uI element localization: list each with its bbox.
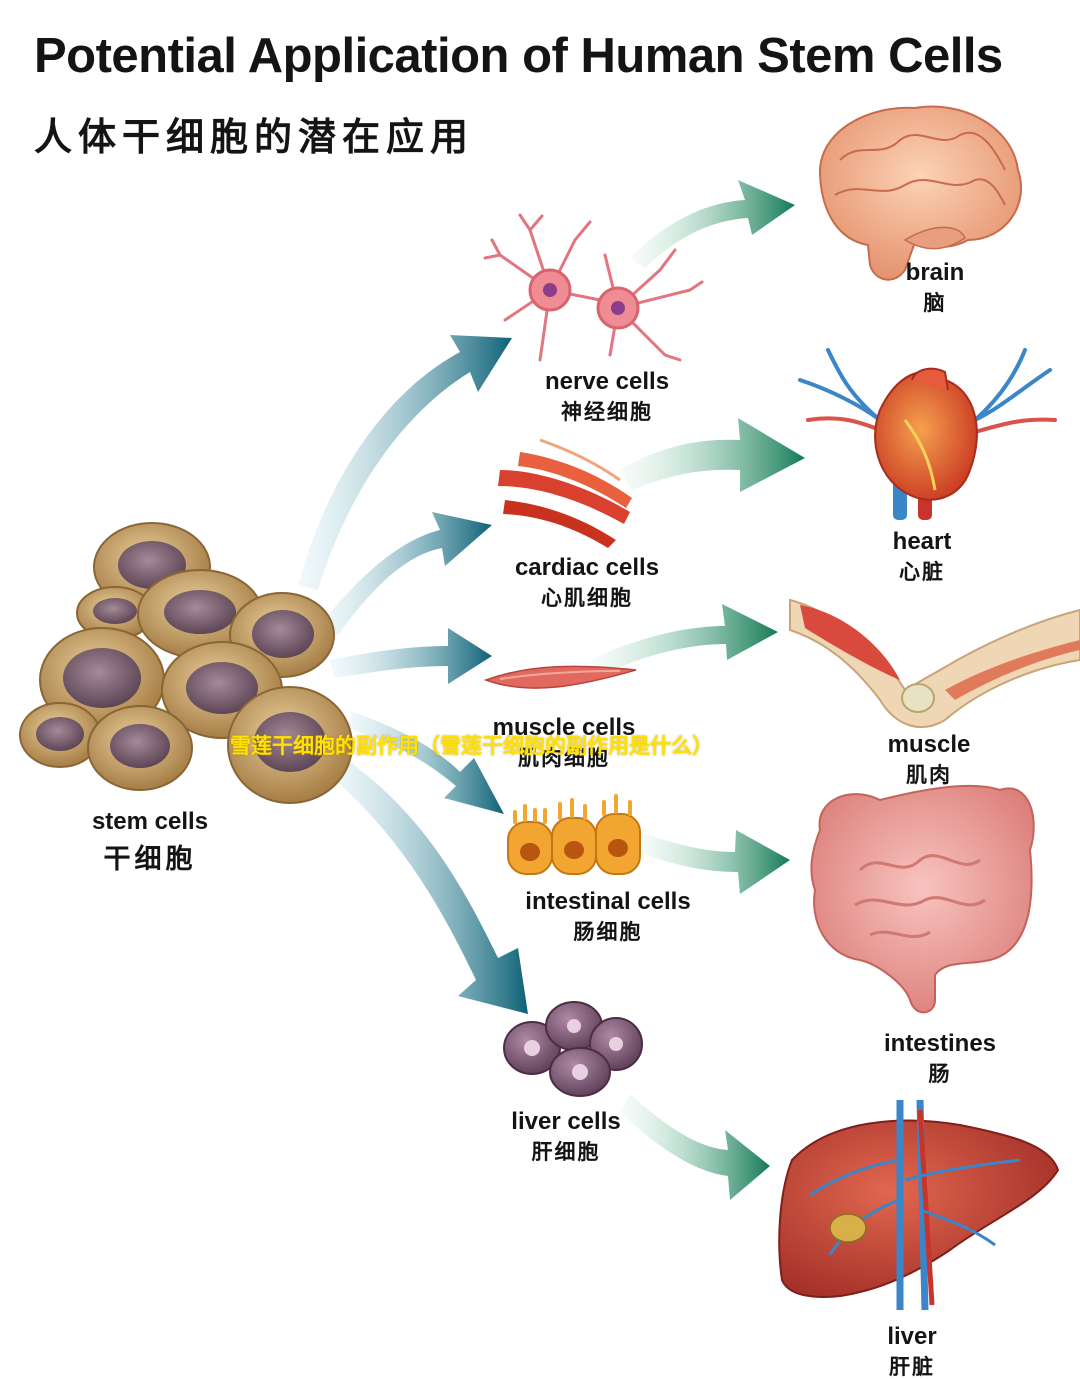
arrow-to-intestines — [638, 830, 790, 894]
muscle-cells-label-en: muscle cells — [492, 714, 636, 741]
arrow-to-liver — [620, 1094, 770, 1200]
liver-label-zh: 肝脏 — [889, 1354, 935, 1379]
label-heart: heart 心脏 — [893, 528, 952, 584]
label-muscle-cells: muscle cells 肌肉细胞 — [493, 714, 636, 770]
intestines-label-zh: 肠 — [928, 1061, 952, 1086]
overlay-caption: 雪莲干细胞的副作用（雪莲干细胞的副作用是什么） — [230, 734, 713, 758]
cardiac-cells-illustration — [498, 438, 632, 548]
muscle-cells-illustration — [483, 665, 637, 689]
intestines-illustration — [810, 784, 1035, 1014]
arrow-to-liver-cells — [326, 755, 528, 1014]
muscle-label-en: muscle — [887, 731, 971, 758]
arrow-to-brain — [630, 180, 795, 268]
label-liver-cells: liver cells 肝细胞 — [511, 1108, 620, 1164]
arrow-to-nerve-cells — [298, 335, 512, 590]
stem-cells-label-en: stem cells — [91, 808, 209, 835]
teal-arrows — [298, 335, 528, 1014]
liver-illustration — [778, 1099, 1060, 1311]
label-nerve-cells: nerve cells 神经细胞 — [545, 368, 669, 424]
label-muscle: muscle 肌肉 — [888, 731, 971, 787]
label-intestinal-cells: intestinal cells 肠细胞 — [525, 888, 690, 944]
nerve-cells-label-en: nerve cells — [544, 368, 670, 395]
green-arrows — [590, 180, 805, 1200]
heart-label-en: heart — [892, 528, 952, 555]
muscle-cells-label-zh: 肌肉细胞 — [517, 745, 610, 770]
heart-illustration — [798, 348, 1057, 520]
arrow-to-intestinal-cells — [346, 712, 504, 814]
label-intestines: intestines 肠 — [884, 1030, 996, 1086]
title-english: Potential Application of Human Stem Cell… — [34, 29, 1003, 83]
cardiac-cells-label-zh: 心肌细胞 — [540, 585, 633, 610]
label-brain: brain 脑 — [906, 259, 965, 315]
arrow-to-heart — [620, 418, 805, 492]
intestinal-cells-label-en: intestinal cells — [525, 888, 691, 915]
arm-muscle-illustration — [789, 598, 1080, 729]
liver-cells-illustration — [503, 1001, 643, 1097]
arrow-to-muscle — [590, 604, 778, 676]
heart-label-zh: 心脏 — [899, 559, 945, 584]
liver-cells-label-en: liver cells — [511, 1108, 621, 1135]
arrow-to-cardiac-cells — [320, 512, 492, 635]
brain-label-en: brain — [905, 259, 965, 286]
nerve-cells-label-zh: 神经细胞 — [561, 399, 653, 424]
label-liver: liver 肝脏 — [887, 1323, 936, 1379]
stem-cells-illustration — [19, 522, 353, 804]
liver-cells-label-zh: 肝细胞 — [531, 1139, 601, 1164]
nerve-cells-illustration — [483, 213, 704, 362]
label-stem-cells: stem cells 干细胞 — [92, 808, 208, 875]
brain-illustration — [818, 105, 1023, 281]
stem-cells-label-zh: 干细胞 — [103, 843, 197, 875]
intestines-label-en: intestines — [883, 1030, 997, 1057]
intestinal-cells-label-zh: 肠细胞 — [573, 919, 643, 944]
liver-label-en: liver — [887, 1323, 937, 1350]
cardiac-cells-label-en: cardiac cells — [514, 554, 660, 581]
title-chinese: 人体干细胞的潜在应用 — [34, 115, 475, 159]
arrow-to-muscle-cells — [330, 628, 492, 684]
label-cardiac-cells: cardiac cells 心肌细胞 — [515, 554, 659, 610]
intestinal-cells-illustration — [507, 794, 641, 875]
muscle-label-zh: 肌肉 — [906, 762, 952, 787]
brain-label-zh: 脑 — [923, 290, 947, 315]
